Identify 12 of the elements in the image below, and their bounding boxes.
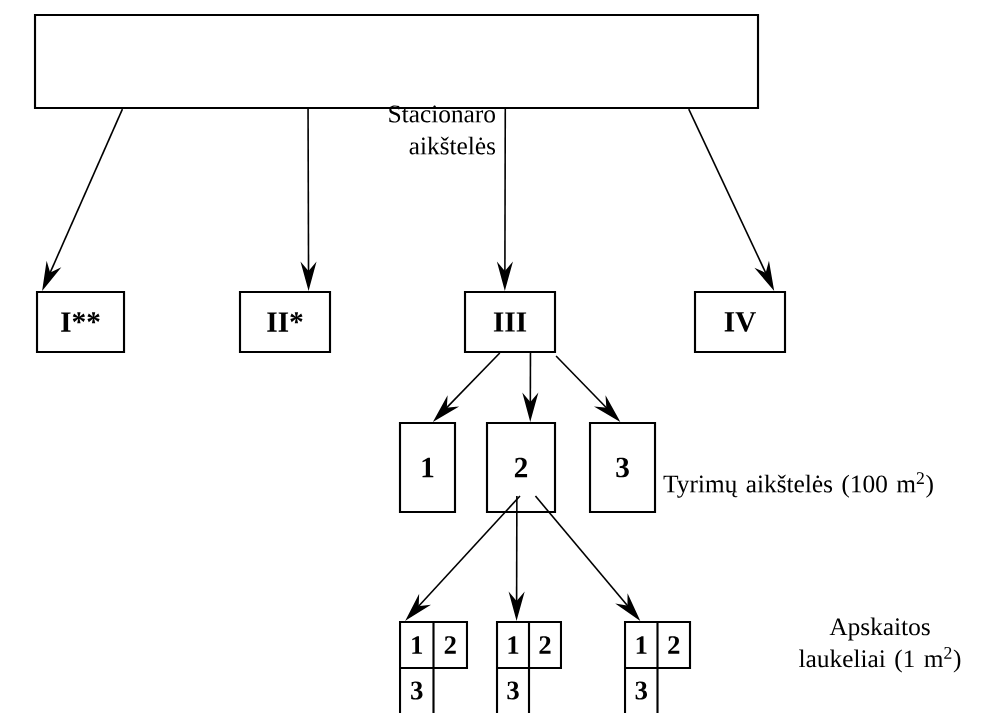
label-box: I** xyxy=(35,290,126,354)
grid-table: 1 2 3 xyxy=(398,620,469,713)
label-box: IV xyxy=(693,290,787,354)
label-box: 2 xyxy=(485,421,557,514)
label-box: 1 xyxy=(398,421,457,514)
label-box: III xyxy=(463,290,557,354)
caption-text: Stacionaro aikštelės xyxy=(389,105,496,155)
caption-text: Apskaitos laukeliai (1 m$^{2}$) xyxy=(799,617,961,673)
label-box: 3 xyxy=(588,421,657,514)
grid-table: 1 2 3 xyxy=(623,620,692,713)
label-box: II* xyxy=(238,290,332,354)
grid-table: 1 2 3 xyxy=(495,620,563,713)
